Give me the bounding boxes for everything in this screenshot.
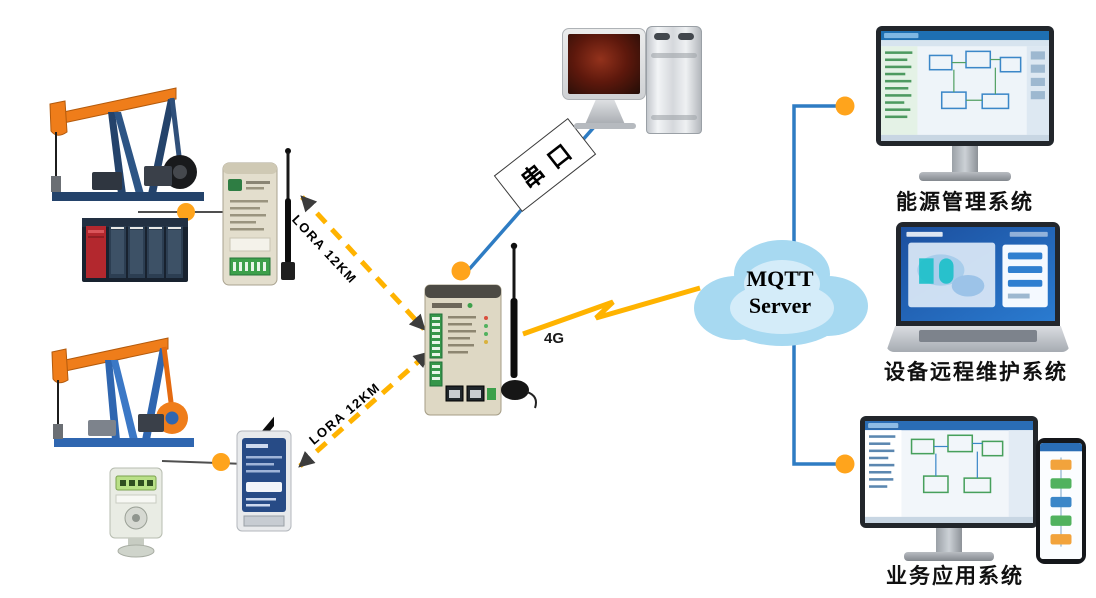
pc-monitor-screen [568,34,640,94]
energy-monitor-neck [952,146,978,172]
energy-monitor-screen [881,31,1049,141]
business-monitor-screen [865,421,1033,523]
energy-monitor-base [919,172,1011,181]
pumpjack-bottom-icon [50,318,200,453]
sensor-to-lora-lead [161,460,247,465]
pc-monitor-stand [585,100,625,124]
phone-screen [1040,443,1082,559]
scada-monitor-icon [876,26,1054,188]
pumpjack-top-icon [48,68,213,208]
mqtt-server-label: MQTT Server [688,232,872,352]
laptop-icon [886,222,1070,354]
cloud-icon: MQTT Server [688,232,872,352]
serial-pc-icon [562,28,648,130]
tower-handle-right [678,33,694,40]
laptop-keyboard [919,330,1037,342]
tower-band [651,53,697,58]
junction-dot-gateway [451,261,471,281]
junction-dot-business [835,454,855,474]
tower-band [651,115,697,120]
gateway-icon [424,282,502,418]
lora-link-top-line [300,195,426,331]
energy-system-caption: 能源管理系统 [896,190,1034,214]
cellular-label: 4G [544,330,565,347]
laptop-screen [896,222,1060,326]
pc-monitor-foot [574,123,636,129]
remote-maintenance-caption: 设备远程维护系统 [884,360,1068,384]
business-monitor-neck [936,528,962,552]
tower-handle-left [654,33,670,40]
mqtt-line1: MQTT [746,265,814,291]
business-monitor-base [904,552,994,561]
lora-node-bottom-icon [236,430,292,532]
business-system-caption: 业务应用系统 [886,564,1024,588]
lora-node-top-icon [222,162,278,286]
pc-tower-icon [646,26,702,134]
junction-dot-energy [835,96,855,116]
lightning-icon [522,285,701,337]
energy-monitor-frame [876,26,1054,146]
business-monitor-icon [860,416,1038,564]
laptop-deck [886,326,1070,352]
junction-dot-plc [177,203,195,221]
mqtt-line2: Server [748,293,812,318]
junction-dot-sensor [212,453,230,471]
plc-icon [82,214,188,286]
lora-node-bottom-antenna-icon [190,352,274,444]
lora-link-bottom-line [298,351,430,468]
phone-icon [1036,438,1086,564]
business-monitor-frame [860,416,1038,528]
pc-monitor-frame [562,28,646,100]
wellhead-sensor-icon [104,466,168,558]
lora-node-top-antenna-icon [276,146,300,290]
gateway-antenna-icon [498,240,538,410]
